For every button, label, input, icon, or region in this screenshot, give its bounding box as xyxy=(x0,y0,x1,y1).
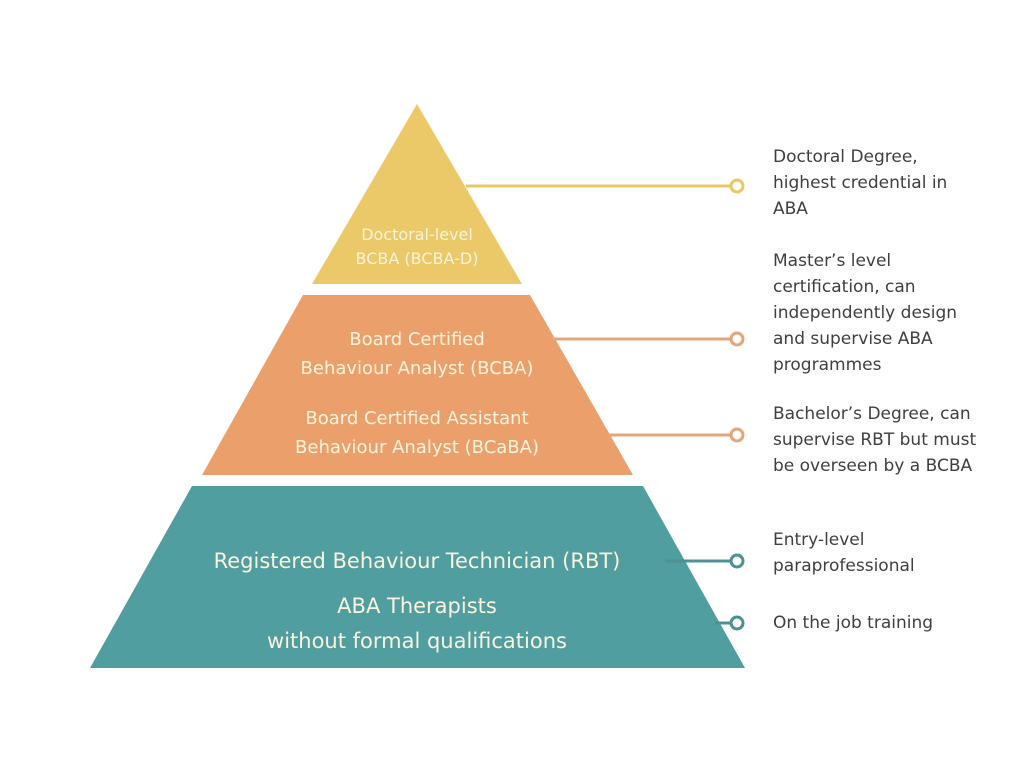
connector-node-icon xyxy=(729,178,745,194)
connector-bcba xyxy=(552,331,745,347)
description-therapists: On the job training xyxy=(773,610,933,636)
description-rbt: Entry-level paraprofessional xyxy=(773,527,915,579)
description-line: and supervise ABA xyxy=(773,329,933,349)
description-line: ABA xyxy=(773,199,808,219)
description-line: Master’s level xyxy=(773,251,892,271)
description-bcba: Master’s level certification, can indepe… xyxy=(773,248,957,378)
tier-label-doctoral: Doctoral-level BCBA (BCBA-D) xyxy=(317,223,517,271)
tier-label-bcaba: Board Certified Assistant Behaviour Anal… xyxy=(257,404,577,462)
description-bcaba: Bachelor’s Degree, can supervise RBT but… xyxy=(773,401,976,479)
tier-label-bcba: Board Certified Behaviour Analyst (BCBA) xyxy=(267,325,567,383)
connector-rbt xyxy=(665,553,745,569)
connector-therapists xyxy=(715,615,745,631)
description-line: be overseen by a BCBA xyxy=(773,456,973,476)
description-line: programmes xyxy=(773,355,882,375)
tier-label-therapists: ABA Therapists without formal qualificat… xyxy=(207,589,627,659)
connector-node-icon xyxy=(729,553,745,569)
description-line: supervise RBT but must xyxy=(773,430,977,450)
description-line: independently design xyxy=(773,303,958,323)
tier-bcba-shape xyxy=(202,295,633,475)
tier-label-line: Board Certified xyxy=(349,329,485,350)
connector-doctoral xyxy=(466,178,745,194)
tier-label-rbt: Registered Behaviour Technician (RBT) xyxy=(157,545,677,577)
description-doctoral: Doctoral Degree, highest credential in A… xyxy=(773,144,947,222)
connector-node-icon xyxy=(729,331,745,347)
tier-label-line: Behaviour Analyst (BCBA) xyxy=(300,358,534,379)
tier-label-line: ABA Therapists xyxy=(337,594,497,618)
tier-label-line: Behaviour Analyst (BCaBA) xyxy=(295,437,539,458)
tier-rbt-shape xyxy=(90,486,745,668)
tier-label-line: Doctoral-level xyxy=(361,225,473,244)
description-line: paraprofessional xyxy=(773,556,915,576)
tier-label-line: Board Certified Assistant xyxy=(305,408,529,429)
description-line: On the job training xyxy=(773,613,934,633)
description-line: highest credential in xyxy=(773,173,948,193)
tier-label-line: without formal qualifications xyxy=(267,629,567,653)
connector-node-icon xyxy=(729,615,745,631)
description-line: Bachelor’s Degree, can xyxy=(773,404,971,424)
description-line: Doctoral Degree, xyxy=(773,147,918,167)
description-line: certification, can xyxy=(773,277,916,297)
tier-label-line: BCBA (BCBA-D) xyxy=(355,249,479,268)
description-line: Entry-level xyxy=(773,530,865,550)
connector-bcaba xyxy=(607,427,745,443)
tier-label-line: Registered Behaviour Technician (RBT) xyxy=(213,549,621,573)
tier-doctoral-shape xyxy=(312,104,522,284)
connector-node-icon xyxy=(729,427,745,443)
